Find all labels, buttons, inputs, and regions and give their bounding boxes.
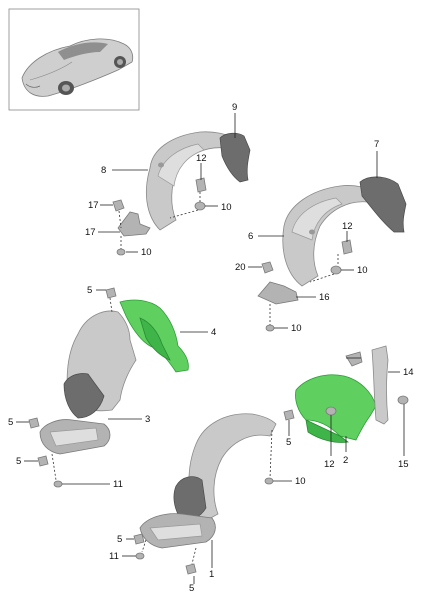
part-6-wheelhouse-liner [282, 185, 375, 287]
car-silhouette [21, 38, 134, 97]
part-7-cover [359, 176, 407, 233]
part-15-bracket [257, 281, 299, 305]
part-9-cover [219, 132, 251, 183]
part-5-clip-d [283, 409, 295, 421]
part-10-nut-d [265, 324, 275, 332]
callout-15: 16 [319, 292, 330, 303]
leader-lines [16, 113, 405, 584]
part-4-wheelhouse-liner-highlighted [119, 299, 189, 373]
callout-17b: 20 [235, 262, 246, 273]
callout-5b: 5 [8, 417, 13, 428]
part-5-clip-e [133, 533, 145, 545]
part-12-clip-b [341, 239, 353, 255]
callout-6: 6 [248, 231, 253, 242]
callout-5f: 5 [189, 583, 194, 594]
callout-1: 1 [209, 569, 214, 580]
callout-5d: 5 [286, 437, 291, 448]
callout-4: 4 [211, 327, 216, 338]
callout-3: 3 [145, 414, 150, 425]
callout-14: 15 [398, 459, 409, 470]
part-8-wheelhouse-liner [145, 131, 233, 231]
part-10-nut-c [330, 265, 342, 275]
callout-17a: 17 [88, 200, 99, 211]
callout-10a: 10 [221, 202, 232, 213]
callout-5e: 5 [117, 534, 122, 545]
part-11-nut-a [53, 480, 63, 488]
part-20-bracket [345, 351, 363, 367]
part-10-nut-b [116, 248, 126, 256]
callout-2: 2 [343, 455, 348, 466]
callout-13: 14 [403, 367, 414, 378]
part-16-bracket [117, 211, 151, 237]
callout-8: 8 [101, 165, 106, 176]
part-5-clip-f [185, 563, 197, 575]
callout-10b: 10 [141, 247, 152, 258]
callout-16: 17 [85, 227, 96, 238]
part-3-wheelhouse-liner [39, 310, 137, 455]
vehicle-thumbnail [8, 8, 140, 111]
part-11-nut-b [135, 552, 145, 560]
part-17-clip-b [261, 261, 274, 274]
callout-9: 9 [232, 102, 237, 113]
callout-10e: 10 [295, 476, 306, 487]
callout-11b: 11 [109, 551, 119, 562]
callout-10d: 10 [291, 323, 302, 334]
part-10-nut-a [194, 201, 206, 211]
callout-12a: 12 [196, 153, 207, 164]
part-5-clip-b [28, 417, 40, 429]
callout-10c: 10 [357, 265, 368, 276]
part-2-wheelhouse-liner-highlighted [295, 374, 377, 443]
part-14-plug [397, 395, 409, 405]
part-5-clip-c [37, 455, 49, 467]
callout-labels: 9 8 12 10 17 17 10 7 6 12 10 20 16 10 5 … [8, 102, 414, 594]
callout-12b: 12 [342, 221, 353, 232]
callout-12c: 12 [324, 459, 335, 470]
part-1-wheelhouse-liner [139, 413, 277, 549]
part-13-trim [371, 345, 389, 425]
callout-7: 7 [374, 139, 379, 150]
part-12-clip-a [195, 177, 207, 193]
callout-5a: 5 [87, 285, 92, 296]
part-17-clip-a [112, 199, 125, 212]
callout-11a: 11 [113, 479, 123, 490]
callout-5c: 5 [16, 456, 21, 467]
part-10-nut-e [264, 477, 274, 485]
part-5-clip-a [105, 287, 117, 299]
